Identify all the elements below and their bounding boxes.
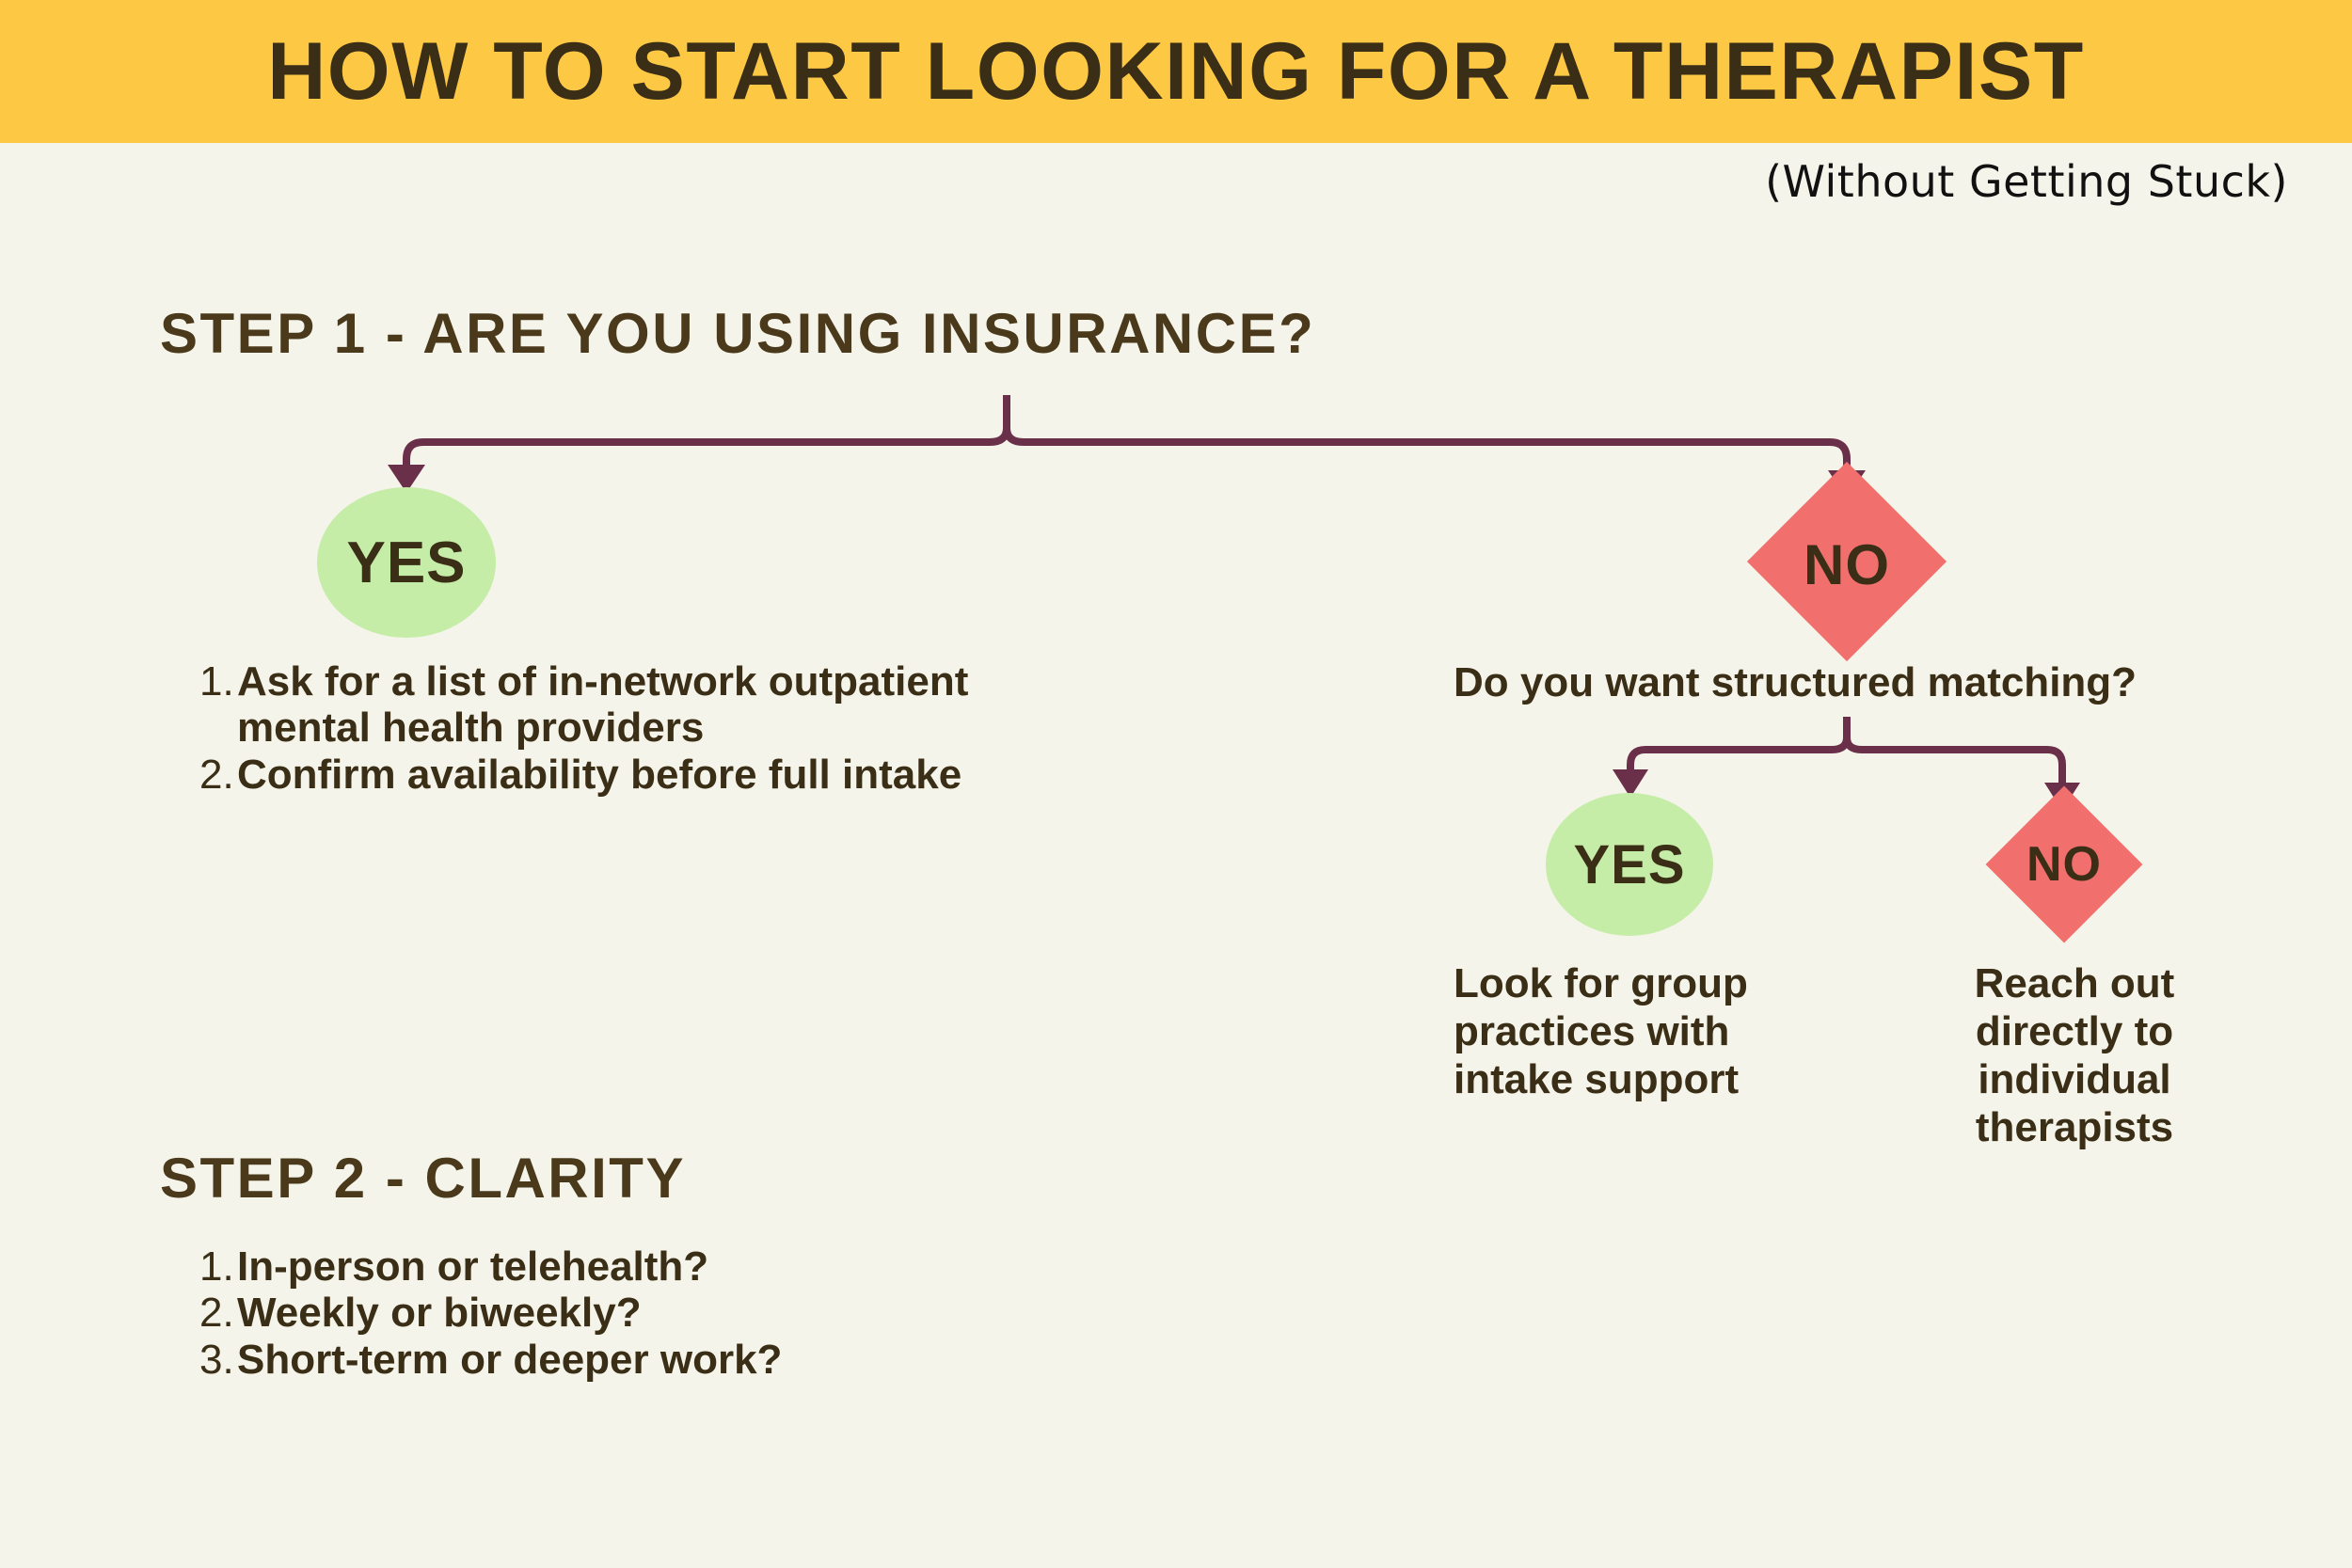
- list-item: 2. Confirm availability before full inta…: [199, 752, 971, 798]
- node-no-matching-label-wrap: NO: [2004, 809, 2124, 920]
- node-no-insurance-label: NO: [1804, 532, 1890, 596]
- node-yes-insurance-label: YES: [346, 530, 467, 595]
- list-item: 3. Short-term or deeper work?: [199, 1337, 971, 1383]
- list-text: Short-term or deeper work?: [237, 1336, 783, 1383]
- list-text: Ask for a list of in-network outpatient …: [237, 658, 969, 752]
- outcome-group-practices: Look for group practices with intake sup…: [1454, 960, 1748, 1103]
- list-marker: 1.: [199, 1243, 234, 1290]
- page-subtitle: (Without Getting Stuck): [1765, 156, 2288, 207]
- list-item: 2. Weekly or biweekly?: [199, 1290, 971, 1336]
- list-marker: 3.: [199, 1336, 234, 1383]
- step-1-yes-list: 1. Ask for a list of in-network outpatie…: [199, 658, 971, 798]
- list-item: 1. In-person or telehealth?: [199, 1243, 971, 1290]
- node-yes-matching-label: YES: [1573, 833, 1686, 895]
- page-title: HOW TO START LOOKING FOR A THERAPIST: [267, 25, 2085, 117]
- step-2-list: 1. In-person or telehealth? 2. Weekly or…: [199, 1243, 971, 1383]
- list-item: 1. Ask for a list of in-network outpatie…: [199, 658, 971, 752]
- node-no-matching-label: NO: [2026, 837, 2102, 892]
- node-yes-insurance[interactable]: YES: [317, 487, 496, 638]
- step-1-heading: STEP 1 - ARE YOU USING INSURANCE?: [160, 302, 1316, 365]
- list-marker: 2.: [199, 1290, 234, 1337]
- list-marker: 1.: [199, 658, 234, 705]
- node-yes-matching[interactable]: YES: [1546, 793, 1713, 936]
- node-no-insurance-label-wrap: NO: [1772, 494, 1922, 635]
- outcome-individual-therapists: Reach out directly to individual therapi…: [1974, 960, 2175, 1151]
- structured-matching-question: Do you want structured matching?: [1454, 659, 2137, 705]
- list-marker: 2.: [199, 751, 234, 798]
- step-2-heading: STEP 2 - CLARITY: [160, 1147, 686, 1210]
- title-bar: HOW TO START LOOKING FOR A THERAPIST: [0, 0, 2352, 143]
- list-text: Weekly or biweekly?: [237, 1290, 642, 1337]
- list-text: Confirm availability before full intake: [237, 751, 962, 798]
- list-text: In-person or telehealth?: [237, 1243, 709, 1290]
